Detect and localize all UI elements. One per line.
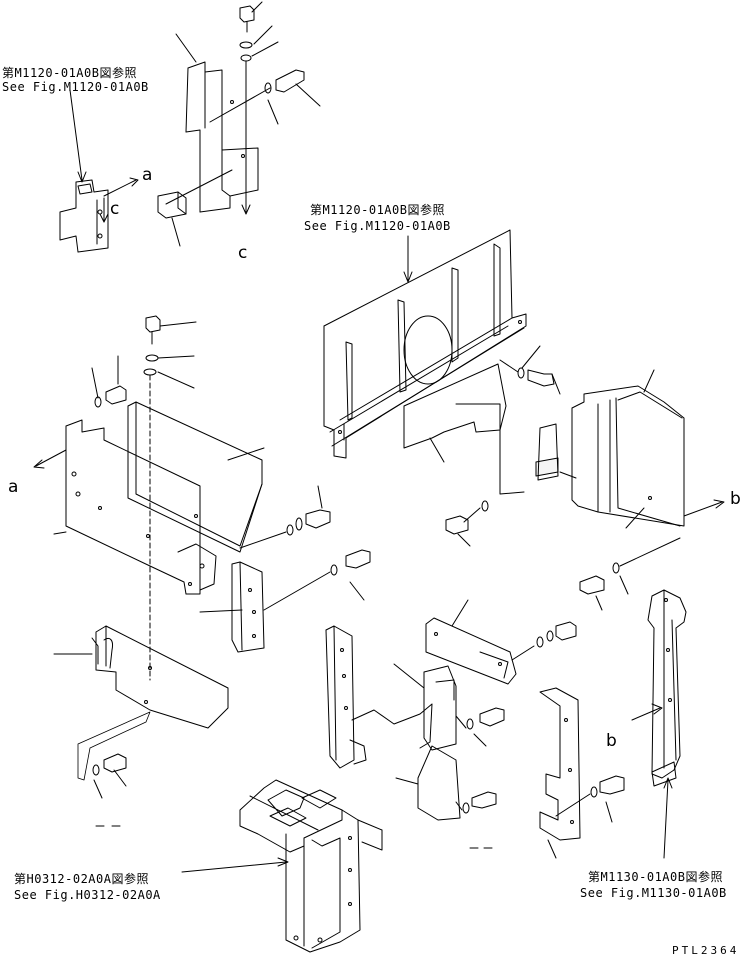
middle-brackets: [325, 599, 577, 849]
top-left-bracket-assembly: [59, 1, 321, 253]
connector-label: c: [110, 199, 120, 219]
reference-label-jp: 第H0312-02A0A図参照: [14, 872, 149, 886]
right-side-cover: [445, 369, 725, 547]
reference-label-en: See Fig.H0312-02A0A: [14, 888, 161, 902]
connector-label: a: [142, 165, 153, 185]
reference-label-jp: 第M1130-01A0B図参照: [588, 870, 723, 884]
reference-label-en: See Fig.M1130-01A0B: [580, 886, 727, 900]
drawing-code: PTL2364: [672, 944, 740, 957]
reference-label-en: See Fig.M1120-01A0B: [2, 80, 149, 94]
bottom-base-stand: [181, 779, 383, 953]
connector-label: b: [730, 489, 741, 509]
far-right-frame: [631, 589, 687, 859]
upper-grille-frame: [323, 229, 561, 495]
right-lower-bracket: [539, 537, 681, 859]
left-side-panels: [33, 315, 371, 827]
reference-label-jp: 第M1120-01A0B図参照: [310, 203, 445, 217]
reference-label-en: See Fig.M1120-01A0B: [304, 219, 451, 233]
connector-label: c: [238, 243, 248, 263]
connector-label: a: [8, 477, 19, 497]
connector-label: b: [606, 731, 617, 751]
reference-label-jp: 第M1120-01A0B図参照: [2, 66, 137, 80]
